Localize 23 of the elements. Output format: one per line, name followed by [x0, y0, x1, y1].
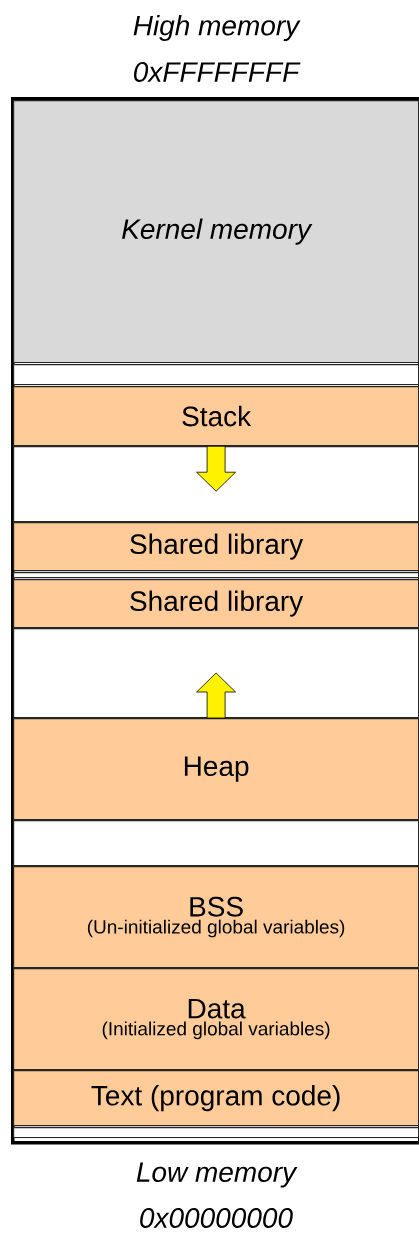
memory-segment: Heap	[13, 718, 419, 821]
free-space-band	[13, 572, 419, 579]
free-space-band	[13, 820, 419, 867]
free-space-band	[13, 628, 419, 719]
memory-segment: Kernel memory	[13, 100, 419, 364]
address-label: 0x00000000	[140, 1208, 293, 1228]
address-label: High memory	[133, 14, 301, 42]
memory-segment: Shared library	[13, 522, 419, 572]
node-label: (Initialized global variables)	[102, 1021, 330, 1040]
node-label: Data	[188, 998, 246, 1019]
node-label: (Un-initialized global variables)	[87, 919, 345, 938]
memory-segment: Text (program code)	[13, 1070, 419, 1127]
memory-segment: Shared library	[13, 579, 419, 629]
memory-segment: BSS (Un-initialized global variables)	[13, 866, 419, 969]
free-space-band	[13, 364, 419, 386]
block-arrow	[196, 672, 236, 719]
address-label: Low memory	[136, 1162, 298, 1188]
memory-segment: Stack	[13, 386, 419, 447]
node-label: BSS	[190, 896, 243, 917]
memory-segment: Data (Initialized global variables)	[13, 968, 419, 1071]
free-space-band	[13, 1127, 419, 1139]
block-arrow	[196, 445, 236, 492]
free-space-band	[13, 446, 419, 523]
